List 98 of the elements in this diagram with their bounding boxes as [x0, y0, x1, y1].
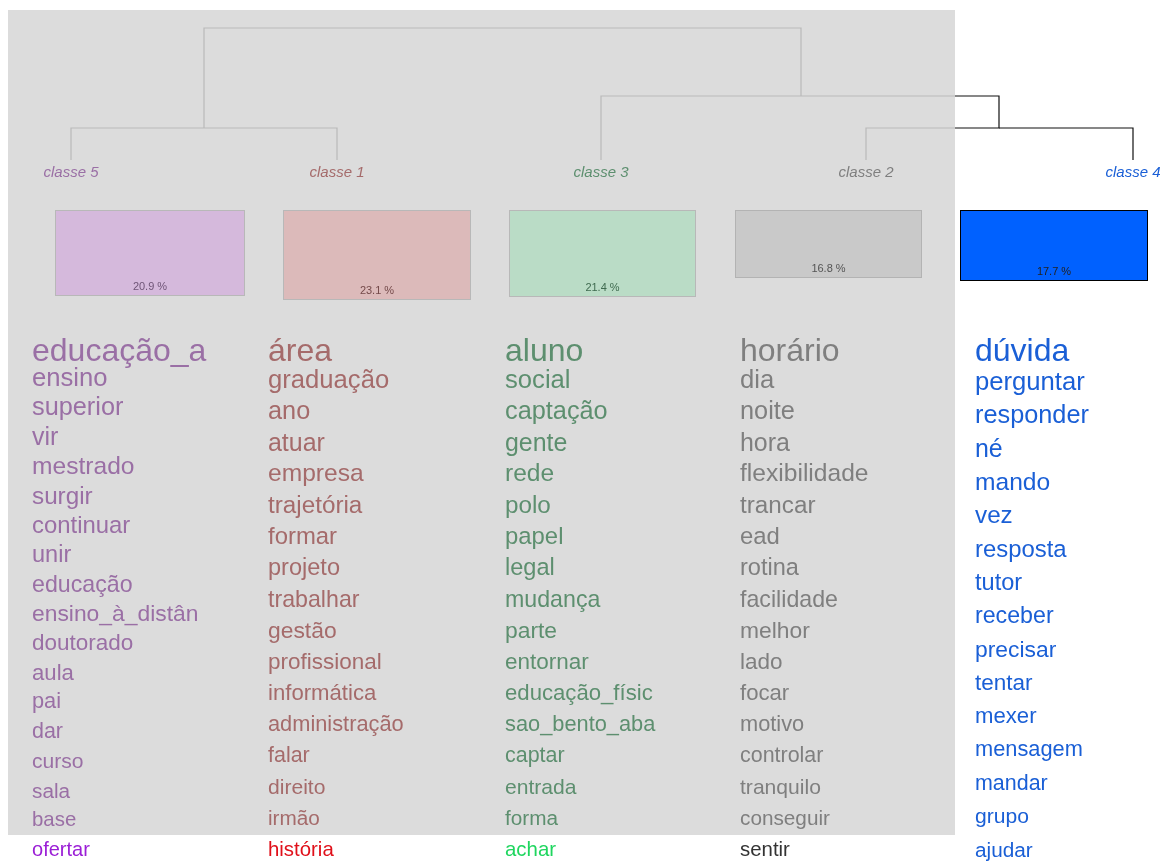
word-label: captar [505, 744, 565, 767]
word-label: atuar [268, 428, 325, 455]
word-label: motivo [740, 712, 805, 736]
word-label: continuar [32, 512, 131, 538]
word-label: educação_físic [505, 681, 653, 705]
word-label: achar [505, 839, 556, 861]
percent-label: 21.4 % [585, 282, 620, 295]
word-label: sao_bento_aba [505, 712, 656, 736]
word-label: papel [505, 523, 564, 549]
word-label: curso [32, 749, 84, 772]
class-label: classe 4 [1105, 164, 1161, 179]
class-label: classe 3 [573, 164, 629, 179]
word-label: perguntar [975, 367, 1085, 395]
class-bar [509, 210, 696, 297]
word-label: sala [32, 779, 71, 802]
word-label: doutorado [32, 631, 134, 655]
word-label: rede [505, 460, 555, 487]
word-label: dúvida [975, 334, 1070, 368]
word-label: flexibilidade [740, 460, 869, 487]
word-label: parte [505, 618, 558, 643]
word-label: gestão [268, 618, 337, 643]
word-label: tentar [975, 670, 1033, 695]
percent-label: 23.1 % [359, 285, 395, 298]
word-label: tutor [975, 569, 1023, 595]
word-label: dar [32, 720, 63, 743]
word-label: mandar [975, 771, 1048, 795]
word-label: ead [740, 523, 780, 549]
word-label: área [268, 334, 333, 368]
class-bar [960, 210, 1148, 281]
word-label: focar [740, 681, 790, 705]
word-label: hora [740, 428, 790, 455]
word-label: empresa [268, 460, 364, 487]
class-label: classe 5 [43, 164, 99, 179]
word-label: precisar [975, 637, 1057, 661]
word-label: mando [975, 468, 1051, 495]
percent-label: 16.8 % [811, 263, 846, 276]
word-label: tranquilo [740, 775, 821, 798]
word-label: projeto [268, 554, 340, 580]
word-label: lado [740, 649, 783, 674]
word-label: conseguir [740, 807, 830, 830]
word-label: ensino_à_distân [32, 601, 199, 626]
word-label: mensagem [975, 738, 1083, 761]
word-label: facilidade [740, 586, 838, 611]
word-label: mestrado [32, 452, 135, 479]
word-label: legal [505, 554, 555, 580]
word-label: educação [32, 571, 133, 596]
word-label: aula [32, 660, 74, 684]
word-label: mudança [505, 586, 601, 611]
word-label: ano [268, 397, 311, 424]
word-label: polo [505, 491, 551, 518]
word-label: dia [740, 365, 775, 393]
word-label: falar [268, 744, 310, 767]
word-label: captação [505, 397, 608, 424]
word-label: ofertar [32, 839, 90, 861]
word-label: entornar [505, 649, 589, 674]
percent-label: 20.9 % [132, 281, 168, 294]
word-label: unir [32, 541, 72, 567]
word-label: forma [505, 807, 559, 830]
word-label: história [268, 839, 334, 861]
class-bar [55, 210, 245, 296]
word-label: base [32, 809, 77, 831]
class-bar [735, 210, 922, 278]
word-label: noite [740, 397, 795, 424]
word-label: grupo [975, 805, 1029, 828]
word-label: né [975, 435, 1003, 462]
class-label: classe 2 [838, 164, 894, 179]
word-label: receber [975, 603, 1054, 628]
word-label: vir [32, 423, 59, 450]
word-label: sentir [740, 839, 790, 861]
class-label: classe 1 [309, 164, 365, 179]
word-label: vez [975, 502, 1013, 528]
word-label: controlar [740, 744, 824, 767]
word-label: social [505, 365, 571, 393]
word-label: graduação [268, 365, 390, 393]
word-label: trancar [740, 491, 816, 518]
word-label: responder [975, 401, 1089, 428]
word-label: rotina [740, 554, 799, 580]
word-label: direito [268, 775, 326, 798]
word-label: superior [32, 393, 124, 420]
word-label: gente [505, 428, 568, 455]
word-label: profissional [268, 649, 382, 674]
word-label: administração [268, 712, 404, 736]
word-label: resposta [975, 536, 1067, 562]
word-label: entrada [505, 775, 577, 798]
class-bar [283, 210, 471, 300]
word-label: ajudar [975, 839, 1033, 861]
word-label: trabalhar [268, 586, 360, 611]
word-label: informática [268, 681, 377, 705]
word-label: pai [32, 690, 62, 714]
word-label: mexer [975, 704, 1037, 728]
word-label: irmão [268, 807, 320, 830]
word-label: formar [268, 523, 338, 549]
word-label: aluno [505, 334, 584, 368]
word-label: trajetória [268, 491, 363, 518]
word-label: horário [740, 334, 840, 368]
percent-label: 17.7 % [1036, 266, 1072, 279]
word-label: surgir [32, 482, 93, 508]
word-label: melhor [740, 618, 810, 643]
